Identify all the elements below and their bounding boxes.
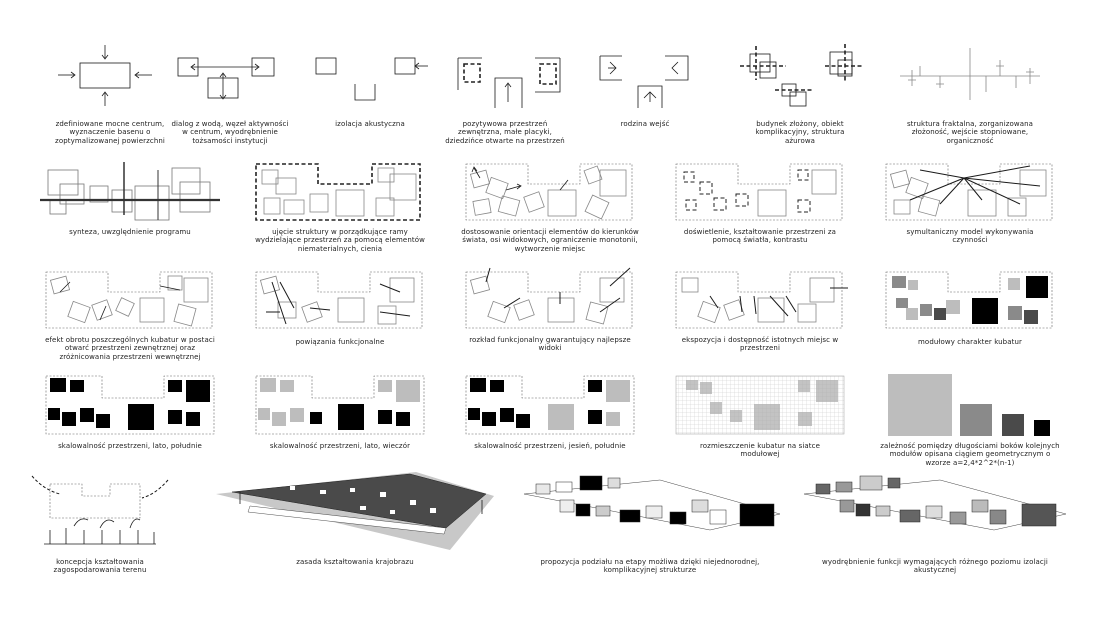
caption-orientation: dostosowanie orientacji elementów do kie… [461, 228, 639, 253]
caption-acoustic-functions: wyodrębnienie funkcji wymagających różne… [822, 558, 1048, 575]
caption-rotation-effect: efekt obrotu poszczególnych kubatur w po… [45, 336, 215, 361]
diagram-acoustic-isolation: izolacja akustyczna [310, 40, 430, 150]
diagram-modular-volumes: modułowy charakter kubatur [880, 268, 1060, 368]
diagram-fractal-structure: struktura fraktalna, zorganizowana złożo… [890, 40, 1050, 150]
diagram-best-views: rozkład funkcjonalny gwarantujący najlep… [460, 267, 640, 368]
caption-framing-structure: ujęcie struktury w porządkujące ramy wyd… [255, 228, 425, 253]
diagram-exposure: ekspozycja i dostępność istotnych miejsc… [670, 268, 850, 368]
caption-complex-building: budynek złożony, obiekt komplikacyjny, s… [755, 120, 845, 145]
diagram-positive-space: pozytywowa przestrzeń zewnętrzna, małe p… [440, 40, 570, 150]
caption-synthesis: synteza, uwzględnienie programu [69, 228, 191, 236]
caption-scalability-summer-evening: skalowalność przestrzeni, lato, wieczór [269, 442, 411, 450]
caption-geometric-sequence: zależność pomiędzy długościami boków kol… [880, 442, 1060, 467]
diagram-daylight: doświetlenie, kształtowanie przestrzeni … [670, 160, 850, 260]
diagram-stage-division: propozycja podziału na etapy możliwa dzi… [510, 470, 790, 590]
diagram-terrain-concept: koncepcja kształtowania zagospodarowania… [30, 470, 170, 590]
caption-modular-volumes: modułowy charakter kubatur [918, 338, 1022, 346]
caption-acoustic-isolation: izolacja akustyczna [335, 120, 405, 128]
caption-best-views: rozkład funkcjonalny gwarantujący najlep… [469, 336, 631, 353]
caption-scalability-summer-noon: skalowalność przestrzeni, lato, południe [58, 442, 202, 450]
diagram-scalability-summer-noon: skalowalność przestrzeni, lato, południe [40, 372, 220, 462]
diagram-complex-building: budynek złożony, obiekt komplikacyjny, s… [730, 40, 870, 150]
diagram-framing-structure: ujęcie struktury w porządkujące ramy wyd… [250, 160, 430, 260]
diagram-scalability-summer-evening: skalowalność przestrzeni, lato, wieczór [250, 372, 430, 462]
diagram-acoustic-functions: wyodrębnienie funkcji wymagających różne… [790, 470, 1080, 590]
caption-scalability-autumn-noon: skalowalność przestrzeni, jesień, połudn… [474, 442, 626, 450]
diagram-scalability-autumn-noon: skalowalność przestrzeni, jesień, połudn… [460, 372, 640, 462]
diagram-water-dialog: dialog z wodą, węzeł aktywności w centru… [170, 40, 290, 150]
diagram-synthesis: synteza, uwzględnienie programu [40, 160, 220, 250]
diagram-simultaneous-model: symultaniczny model wykonywania czynnośc… [880, 160, 1060, 260]
caption-strong-center: zdefiniowane mocne centrum, wyznaczenie … [55, 120, 165, 145]
diagram-entrance-family: rodzina wejść [580, 40, 710, 150]
diagram-rotation-effect: efekt obrotu poszczególnych kubatur w po… [40, 268, 220, 368]
caption-entrance-family: rodzina wejść [620, 120, 670, 128]
diagram-strong-center: zdefiniowane mocne centrum, wyznaczenie … [40, 40, 180, 150]
caption-daylight: doświetlenie, kształtowanie przestrzeni … [683, 228, 837, 245]
diagram-orientation: dostosowanie orientacji elementów do kie… [460, 160, 640, 260]
caption-positive-space: pozytywowa przestrzeń zewnętrzna, małe p… [445, 120, 565, 145]
caption-water-dialog: dialog z wodą, węzeł aktywności w centru… [171, 120, 289, 145]
caption-stage-division: propozycja podziału na etapy możliwa dzi… [540, 558, 760, 575]
diagram-functional-links: powiązania funkcjonalne [250, 268, 430, 368]
caption-fractal-structure: struktura fraktalna, zorganizowana złożo… [906, 120, 1034, 145]
caption-simultaneous-model: symultaniczny model wykonywania czynnośc… [906, 228, 1034, 245]
caption-landscape-principle: zasada kształtowania krajobrazu [296, 558, 414, 566]
diagram-geometric-sequence: zależność pomiędzy długościami boków kol… [880, 372, 1060, 472]
caption-terrain-concept: koncepcja kształtowania zagospodarowania… [53, 558, 147, 575]
caption-functional-links: powiązania funkcjonalne [295, 338, 385, 346]
diagram-landscape-principle: zasada kształtowania krajobrazu [210, 470, 500, 590]
caption-exposure: ekspozycja i dostępność istotnych miejsc… [681, 336, 839, 353]
caption-modular-grid: rozmieszczenie kubatur na siatce modułow… [699, 442, 821, 459]
diagram-modular-grid: rozmieszczenie kubatur na siatce modułow… [670, 372, 850, 462]
